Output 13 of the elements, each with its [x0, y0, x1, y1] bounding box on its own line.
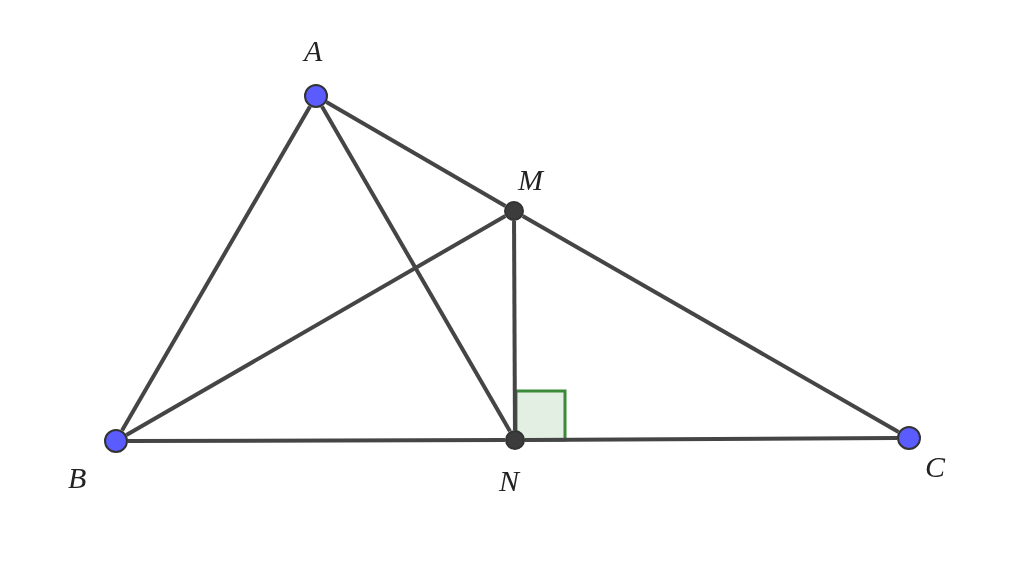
point-label: M	[518, 165, 543, 195]
line-segment	[525, 436, 897, 442]
line-segment	[521, 214, 900, 434]
point-label: N	[499, 466, 519, 496]
point-label: A	[304, 36, 323, 66]
line-segment	[128, 438, 505, 443]
point-label: C	[925, 452, 945, 482]
line-segment	[320, 105, 512, 433]
line-segment	[125, 214, 507, 437]
line-segment	[120, 105, 312, 432]
line-segment	[512, 221, 517, 430]
line-segment	[325, 100, 507, 208]
point-label: B	[68, 463, 87, 493]
